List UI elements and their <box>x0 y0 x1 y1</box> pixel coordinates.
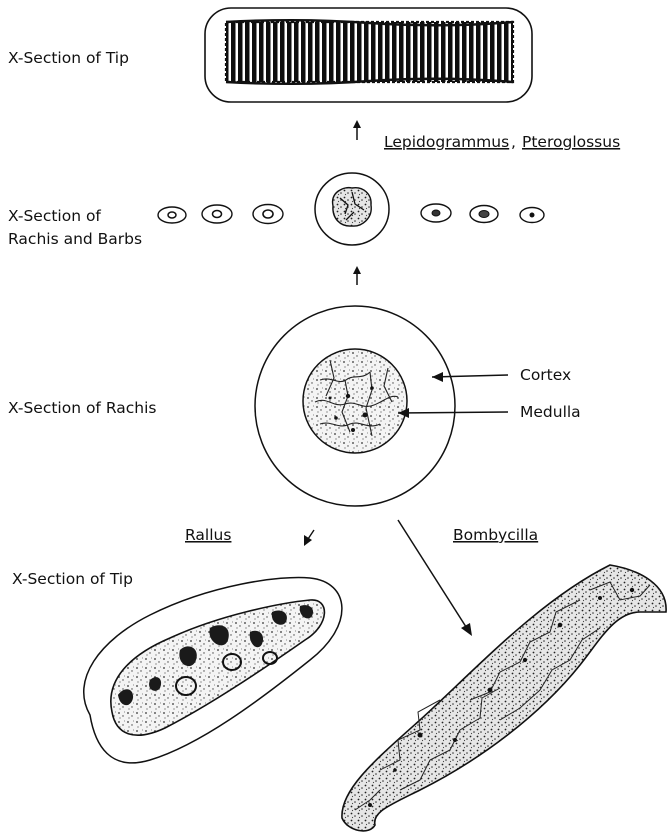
arrow-to-rallus <box>304 530 314 546</box>
label-lepidogrammus: Lepidogrammus <box>384 133 509 151</box>
label-genus-separator: , <box>511 133 516 151</box>
label-pteroglossus: Pteroglossus <box>522 133 620 151</box>
label-top-tip: X-Section of Tip <box>8 49 129 67</box>
rallus-tip-section <box>84 577 342 762</box>
arrow-up-top <box>353 120 361 140</box>
label-rachis: X-Section of Rachis <box>8 399 156 417</box>
label-cortex: Cortex <box>520 366 571 384</box>
top-tip-section <box>205 8 532 102</box>
label-medulla: Medulla <box>520 403 581 421</box>
label-rallus: Rallus <box>185 526 231 544</box>
label-bombycilla: Bombycilla <box>453 526 538 544</box>
barbs-left <box>158 205 283 224</box>
rachis-small-section <box>315 173 389 245</box>
bombycilla-tip-section <box>342 565 666 831</box>
rachis-large-section <box>255 306 455 506</box>
arrow-up-middle <box>353 266 361 285</box>
label-barbs-line1: X-Section of <box>8 207 101 225</box>
label-bottom-tip: X-Section of Tip <box>12 570 133 588</box>
barbs-right <box>421 204 544 223</box>
label-barbs-line2: Rachis and Barbs <box>8 230 142 248</box>
